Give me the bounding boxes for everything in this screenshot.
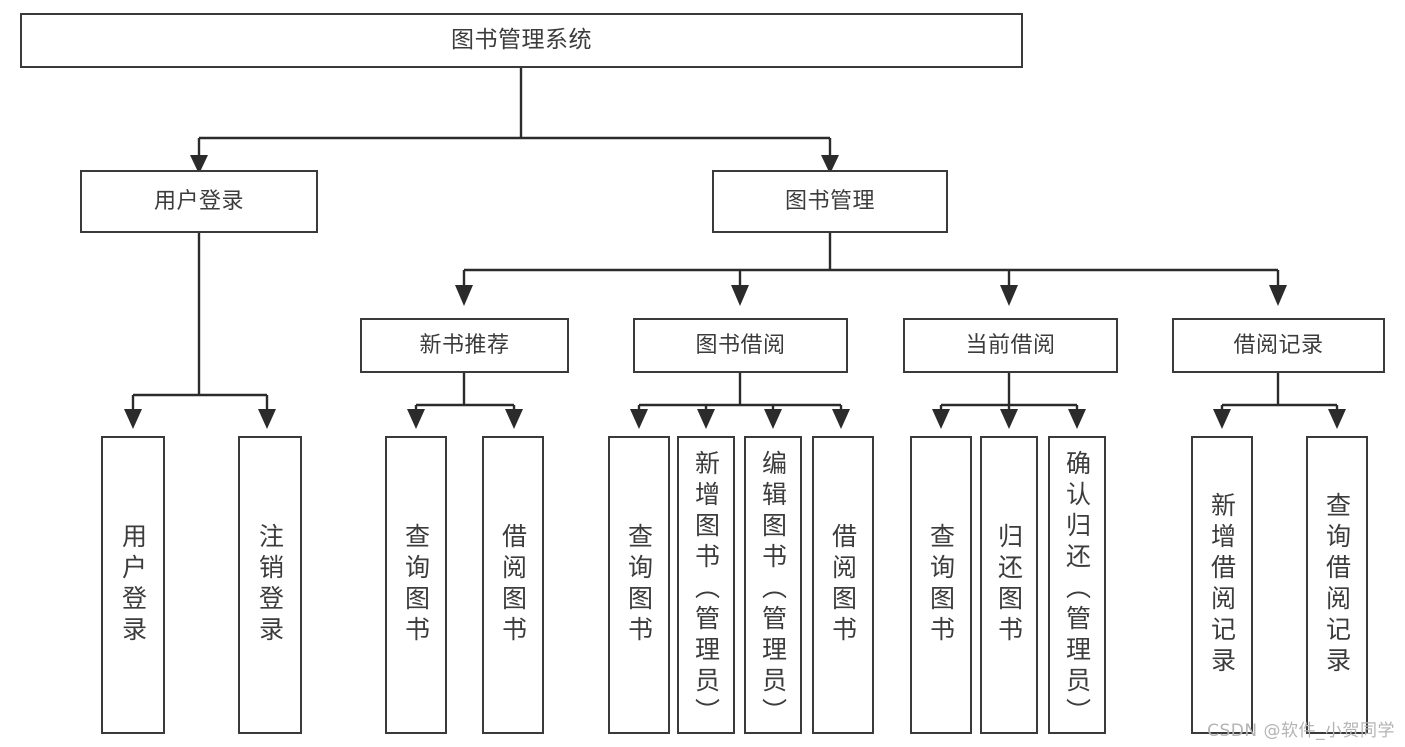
node-leaf-user-login[interactable]: 用户登录	[101, 436, 165, 734]
csdn-watermark: CSDN @软件_小贺同学	[1207, 721, 1395, 741]
node-label: 注销登录	[255, 523, 285, 647]
node-leaf-logout[interactable]: 注销登录	[238, 436, 302, 734]
node-label: 查询借阅记录	[1322, 492, 1352, 678]
node-current-borrow[interactable]: 当前借阅	[903, 318, 1118, 373]
node-label: 新增借阅记录	[1207, 492, 1237, 678]
node-label: 借阅图书	[828, 523, 858, 647]
node-leaf-borrow-book[interactable]: 借阅图书	[812, 436, 874, 734]
node-leaf-return-book[interactable]: 归还图书	[980, 436, 1038, 734]
node-book-borrow[interactable]: 图书借阅	[633, 318, 848, 373]
node-user-login[interactable]: 用户登录	[80, 170, 318, 233]
node-label: 图书借阅	[695, 332, 786, 358]
node-label: 用户登录	[153, 188, 244, 214]
node-label: 编辑图书（管理员）	[758, 450, 788, 729]
node-label: 查询图书	[401, 523, 431, 647]
node-label: 查询图书	[926, 523, 956, 647]
node-label: 借阅图书	[498, 523, 528, 647]
node-leaf-add-borrow-record[interactable]: 新增借阅记录	[1191, 436, 1253, 734]
node-leaf-borrow-book-recommend[interactable]: 借阅图书	[482, 436, 544, 734]
node-label: 用户登录	[118, 523, 148, 647]
node-label: 图书管理系统	[451, 26, 592, 53]
node-book-management[interactable]: 图书管理	[712, 170, 948, 233]
node-leaf-add-book-admin[interactable]: 新增图书（管理员）	[677, 436, 735, 734]
node-label: 借阅记录	[1233, 332, 1324, 358]
node-leaf-query-book-current[interactable]: 查询图书	[910, 436, 972, 734]
node-label: 确认归还（管理员）	[1062, 450, 1092, 729]
node-label: 图书管理	[784, 188, 875, 214]
node-leaf-query-book-recommend[interactable]: 查询图书	[385, 436, 447, 734]
node-label: 归还图书	[994, 523, 1024, 647]
node-new-book-recommend[interactable]: 新书推荐	[360, 318, 569, 373]
node-borrow-record[interactable]: 借阅记录	[1172, 318, 1385, 373]
node-label: 查询图书	[624, 523, 654, 647]
node-root-book-management-system[interactable]: 图书管理系统	[20, 13, 1023, 68]
node-label: 新增图书（管理员）	[691, 450, 721, 729]
node-label: 当前借阅	[965, 332, 1056, 358]
node-label: 新书推荐	[419, 332, 510, 358]
node-leaf-confirm-return-admin[interactable]: 确认归还（管理员）	[1048, 436, 1106, 734]
node-leaf-query-book-borrow[interactable]: 查询图书	[608, 436, 670, 734]
node-leaf-edit-book-admin[interactable]: 编辑图书（管理员）	[744, 436, 802, 734]
node-leaf-query-borrow-record[interactable]: 查询借阅记录	[1306, 436, 1368, 734]
